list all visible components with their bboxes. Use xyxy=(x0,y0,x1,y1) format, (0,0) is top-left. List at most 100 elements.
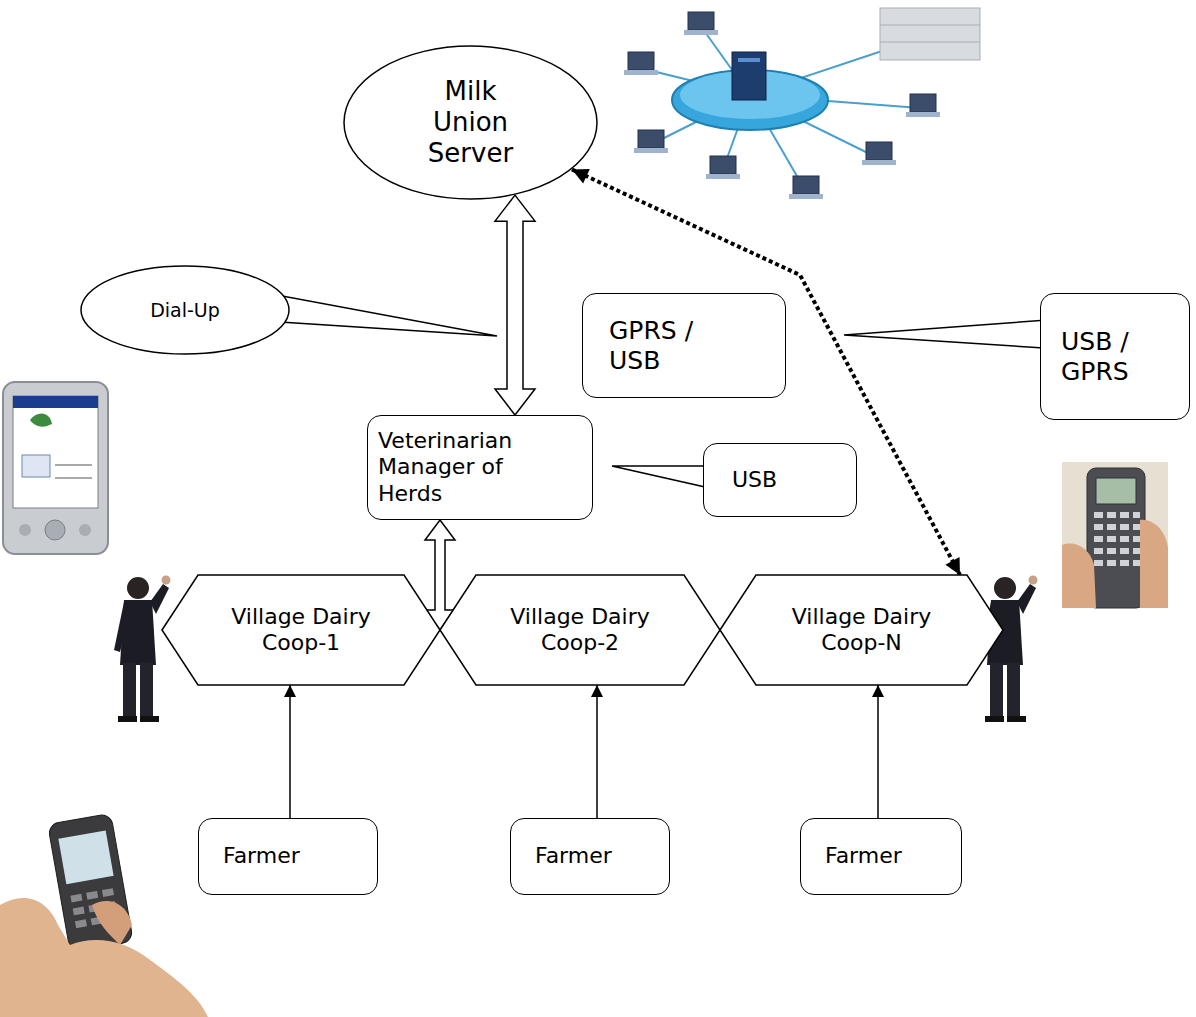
callout-box: GPRS / USB xyxy=(582,293,786,398)
person-figure xyxy=(985,716,1004,722)
pda-picture xyxy=(79,524,91,536)
handheld-picture xyxy=(1094,548,1103,554)
coop-hexagon: Village Dairy Coop-N xyxy=(720,575,1003,685)
network-picture xyxy=(906,112,940,117)
network-picture xyxy=(880,42,980,43)
person-figure xyxy=(1029,576,1038,585)
network-picture xyxy=(793,176,819,194)
pda-picture xyxy=(13,396,98,508)
pda-picture xyxy=(30,414,52,427)
dotted-connector xyxy=(572,169,960,575)
person-figure xyxy=(990,663,1003,719)
handheld-picture xyxy=(1107,524,1116,530)
text-group: Farmer xyxy=(535,843,612,869)
farmer-box: Farmer xyxy=(510,818,670,895)
handheld-picture xyxy=(1094,536,1103,542)
handheld-picture xyxy=(1107,536,1116,542)
node-label: Dial-Up xyxy=(150,299,220,322)
phone-picture xyxy=(75,919,87,928)
text-group: Farmer xyxy=(223,843,300,869)
network-picture xyxy=(732,52,766,100)
person-figure xyxy=(127,577,149,599)
person-figure xyxy=(123,663,136,719)
handheld-picture xyxy=(1094,524,1103,530)
network-picture xyxy=(628,12,936,194)
handheld-picture xyxy=(1087,468,1145,608)
network-picture xyxy=(624,8,980,199)
phone-picture xyxy=(58,831,113,885)
pda-picture xyxy=(3,382,108,554)
person-figure xyxy=(118,716,137,722)
phone-picture xyxy=(70,894,82,903)
handheld-picture xyxy=(1096,478,1136,504)
handheld-picture xyxy=(1133,560,1140,566)
network-picture xyxy=(640,25,920,190)
callout-ellipse xyxy=(81,266,289,354)
coop-hexagon xyxy=(162,575,440,685)
text-group: USB / GPRS xyxy=(1061,327,1161,387)
pda-picture xyxy=(3,382,108,554)
pda-picture xyxy=(55,478,92,479)
coop-hexagon: Village Dairy Coop-2 xyxy=(440,575,720,685)
person-figure xyxy=(114,576,171,723)
text-group: Farmer xyxy=(825,843,902,869)
text-group: Dial-Up xyxy=(150,299,220,322)
server-ellipse xyxy=(344,46,597,199)
node-label: USB xyxy=(732,467,777,493)
network-picture xyxy=(634,148,668,153)
pda-picture xyxy=(45,520,65,540)
pda-picture xyxy=(19,524,31,536)
node-label: Village Dairy Coop-1 xyxy=(206,604,396,657)
text-group: Milk Union Server xyxy=(411,76,531,170)
farmer-box: Farmer xyxy=(198,818,378,895)
handheld-picture xyxy=(1062,462,1168,608)
phone-picture xyxy=(0,898,208,1017)
handheld-picture xyxy=(1120,512,1129,518)
network-picture xyxy=(628,52,654,70)
node-label: Village Dairy Coop-N xyxy=(767,604,957,657)
person-figure xyxy=(994,577,1016,599)
network-picture xyxy=(880,8,980,60)
handheld-picture xyxy=(1107,548,1116,554)
coop-hexagon xyxy=(440,575,720,685)
handheld-picture xyxy=(1094,560,1103,566)
person-figure xyxy=(1007,716,1026,722)
handheld-picture xyxy=(1133,536,1140,542)
network-picture xyxy=(684,30,718,35)
arrow-connector xyxy=(877,685,879,818)
arrow-connector xyxy=(289,685,291,818)
network-picture xyxy=(866,142,892,160)
pda-picture xyxy=(22,455,50,477)
phone-picture xyxy=(92,901,132,945)
node-label: Farmer xyxy=(223,843,300,869)
person-figure xyxy=(1017,584,1036,614)
node-label: GPRS / USB xyxy=(609,316,719,376)
coop-hexagon: Village Dairy Coop-1 xyxy=(162,575,440,685)
person-figure xyxy=(162,576,171,585)
text-group: Veterinarian Manager of Herds xyxy=(378,428,558,507)
handheld-picture xyxy=(1120,524,1129,530)
node-label: USB / GPRS xyxy=(1061,327,1161,387)
network-picture xyxy=(789,194,823,199)
node-label: Farmer xyxy=(825,843,902,869)
person-figure xyxy=(140,663,153,719)
pda-picture xyxy=(13,396,98,408)
node-label: Farmer xyxy=(535,843,612,869)
network-picture xyxy=(738,58,760,62)
node-label: Village Dairy Coop-2 xyxy=(485,604,675,657)
person-figure xyxy=(140,716,159,722)
handheld-picture xyxy=(1120,536,1129,542)
process-box: Veterinarian Manager of Herds xyxy=(367,415,593,520)
handheld-picture xyxy=(1133,548,1140,554)
callout-box: USB / GPRS xyxy=(1040,293,1190,420)
network-picture xyxy=(688,12,714,30)
text-group: USB xyxy=(732,467,777,493)
network-picture xyxy=(638,130,664,148)
network-picture xyxy=(910,94,936,112)
person-figure xyxy=(150,584,169,614)
handheld-picture xyxy=(1094,512,1140,566)
server-ellipse: Milk Union Server xyxy=(343,45,598,200)
phone-picture xyxy=(73,907,85,916)
callout-box: USB xyxy=(703,443,857,517)
handheld-picture xyxy=(1133,512,1140,518)
